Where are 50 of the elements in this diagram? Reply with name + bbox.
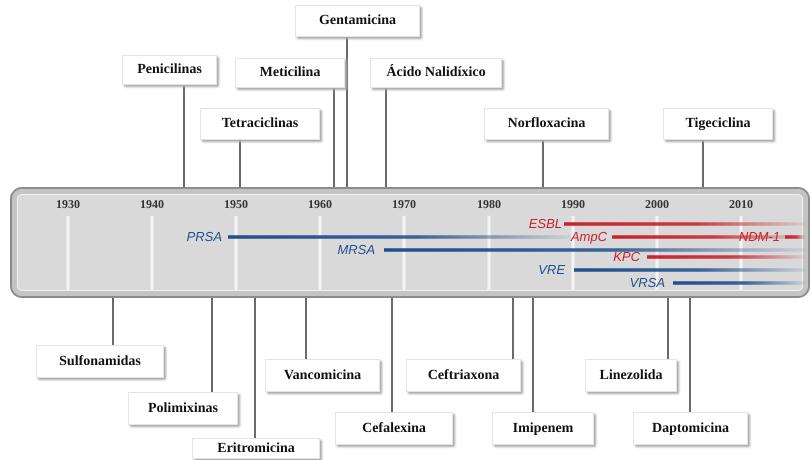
- resistance-label: MRSA: [337, 242, 375, 257]
- year-label: 1940: [140, 197, 164, 212]
- leader-line: [702, 140, 704, 187]
- resistance-label: AmpC: [570, 229, 607, 244]
- leader-line: [689, 298, 691, 412]
- leader-line: [305, 298, 307, 359]
- resistance-label: KPC: [613, 249, 640, 264]
- leader-line: [239, 140, 241, 187]
- resistance-label: VRE: [538, 262, 565, 277]
- leader-line: [333, 88, 335, 187]
- year-label: 2010: [729, 197, 753, 212]
- drug-label-box: Vancomicina: [265, 359, 380, 392]
- leader-line: [385, 88, 387, 187]
- resistance-label: NDM-1: [738, 229, 780, 244]
- leader-line: [667, 298, 669, 359]
- drug-label-box: Penicilinas: [122, 55, 217, 85]
- year-label: 2000: [645, 197, 669, 212]
- drug-label-box: Sulfonamidas: [36, 345, 164, 378]
- drug-label-box: Eritromicina: [192, 438, 320, 459]
- drug-label-box: Tetraciclinas: [200, 108, 320, 140]
- leader-line: [254, 298, 256, 438]
- year-label: 1950: [224, 197, 248, 212]
- leader-line: [183, 85, 185, 187]
- leader-line: [512, 298, 514, 359]
- drug-label-box: Ácido Nalidíxico: [370, 58, 502, 88]
- leader-line: [346, 37, 348, 187]
- drug-label-box: Linezolida: [585, 359, 677, 392]
- year-label: 1980: [477, 197, 501, 212]
- drug-label-box: Cefalexina: [335, 412, 453, 445]
- drug-label-box: Gentamicina: [295, 5, 420, 37]
- year-label: 1970: [392, 197, 416, 212]
- drug-label-box: Ceftriaxona: [406, 359, 521, 392]
- drug-label-box: Imipenem: [492, 412, 594, 445]
- drug-label-box: Norfloxacina: [484, 108, 609, 140]
- drug-label-box: Daptomicina: [633, 412, 748, 445]
- year-label: 1960: [308, 197, 332, 212]
- resistance-label: VRSA: [630, 275, 665, 290]
- leader-line: [542, 140, 544, 187]
- resistance-label: ESBL: [528, 216, 562, 231]
- leader-line: [391, 298, 393, 412]
- timeline-bar: [10, 187, 810, 298]
- leader-line: [532, 298, 534, 412]
- drug-label-box: Meticilina: [235, 58, 345, 88]
- leader-line: [211, 298, 213, 392]
- leader-line: [112, 298, 114, 345]
- resistance-label: PRSA: [186, 229, 222, 244]
- year-label: 1990: [561, 197, 585, 212]
- drug-label-box: Polimixinas: [128, 392, 238, 425]
- drug-label-box: Tigeciclina: [663, 108, 773, 140]
- year-label: 1930: [56, 197, 80, 212]
